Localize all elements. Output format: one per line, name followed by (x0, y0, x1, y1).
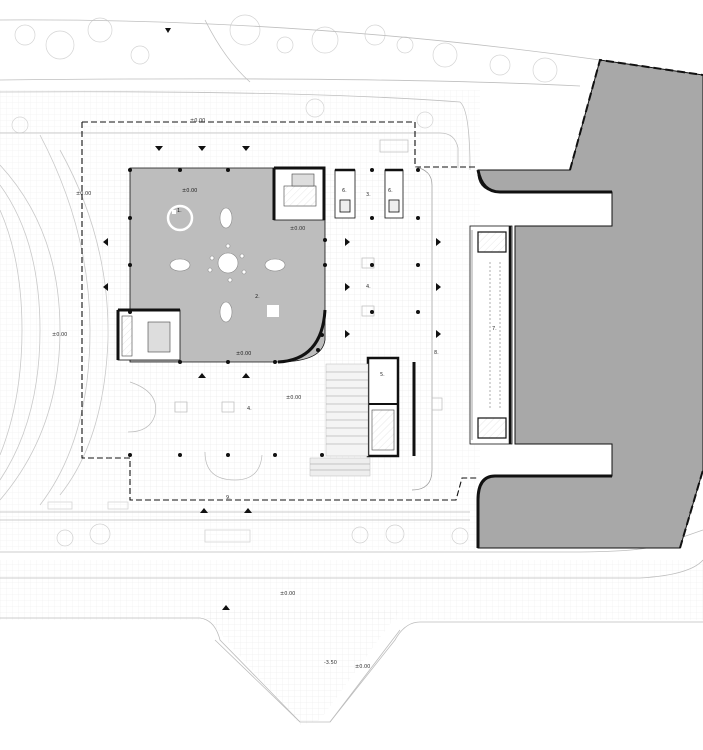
connector-bridge (469, 225, 513, 445)
building-footprint-dashed (81, 121, 478, 501)
label-elev-plaza-low: -3.50 (324, 660, 337, 666)
hall-furniture (166, 204, 286, 323)
rooms-6 (334, 168, 404, 219)
stair-core-southwest (116, 308, 181, 361)
label-elev-street: ±0.00 (280, 591, 295, 597)
label-elev-foyer-south: ±0.00 (286, 395, 301, 401)
label-room-4b: 4. (247, 406, 252, 412)
label-room-4a: 4. (366, 284, 371, 290)
label-room-8: 8. (434, 350, 439, 356)
label-elev-hall-bottom: ±0.00 (236, 351, 251, 357)
existing-building-dashed-edge (569, 58, 703, 171)
label-room-5: 5. (380, 372, 385, 378)
existing-building-wall-bottom (476, 474, 612, 548)
label-room-7: 7. (492, 326, 497, 332)
label-elev-plaza: ±0.00 (355, 664, 370, 670)
stair-core-north (272, 166, 326, 221)
plan-labels: ±0.00 ±0.00 ±0.00 ±0.00 ±0.00 ±0.00 ±0.0… (52, 118, 497, 670)
columns (128, 168, 420, 457)
main-hall-curved-wall (277, 309, 327, 364)
existing-building-dashed-south (679, 469, 703, 549)
label-elev-west-upper: ±0.00 (76, 191, 91, 197)
label-elev-main-hall: ±0.00 (182, 188, 197, 194)
label-elev-foyer-east: ±0.00 (290, 226, 305, 232)
existing-building-wall-top (476, 169, 612, 194)
label-room-6b: 6. (388, 188, 393, 194)
entrance-markers (103, 28, 441, 610)
foyer-objects (127, 139, 443, 481)
tree-canopy-bottom (47, 501, 469, 547)
label-room-9: 9. (226, 495, 231, 501)
top-road (0, 19, 701, 171)
label-elev-west: ±0.00 (52, 332, 67, 338)
label-elev-top: ±0.00 (190, 118, 205, 124)
tree-canopy-top (11, 14, 558, 134)
label-room-1: 1. (177, 208, 182, 214)
label-room-2: 2. (255, 294, 260, 300)
grand-stair (309, 363, 371, 477)
label-room-6a: 6. (342, 188, 347, 194)
label-room-3: 3. (366, 192, 371, 198)
